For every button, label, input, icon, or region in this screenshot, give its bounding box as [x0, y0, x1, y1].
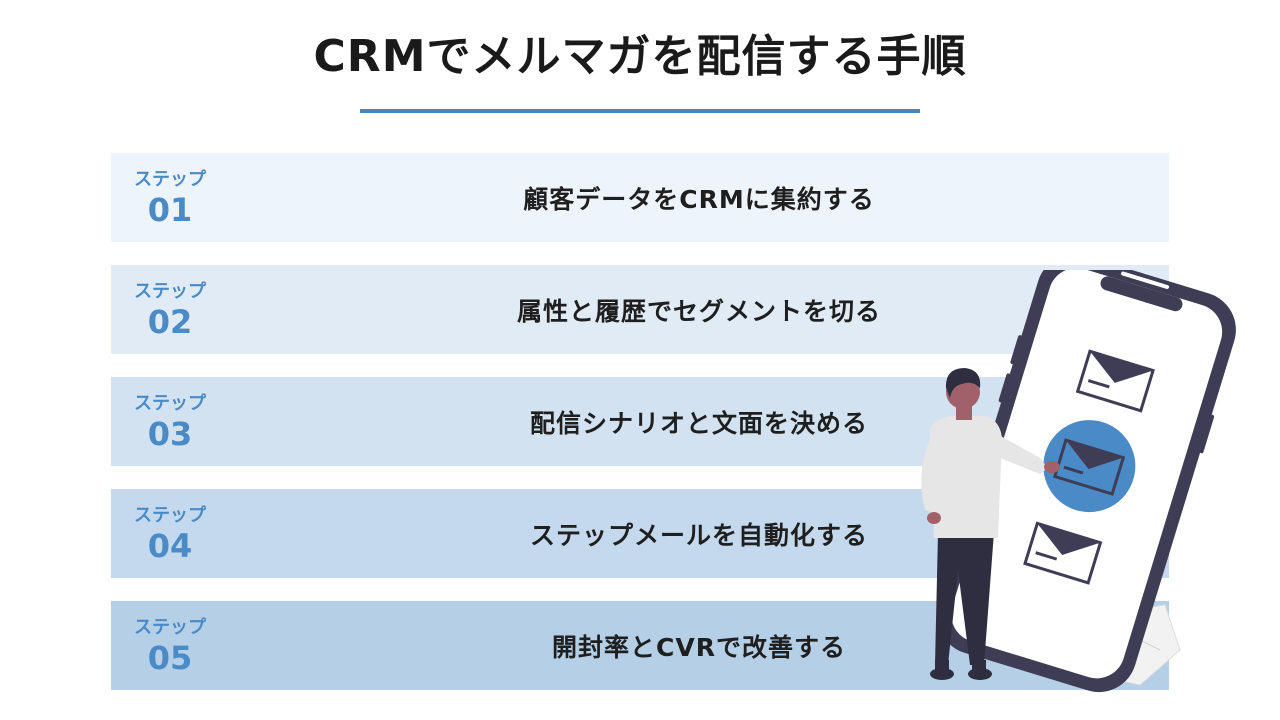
step-number: 03 — [147, 415, 193, 453]
envelope-icon — [1075, 349, 1155, 413]
step-label: ステップ — [134, 617, 206, 638]
step-text: 顧客データをCRMに集約する — [523, 185, 875, 214]
step-row: ステップ 02 属性と履歴でセグメントを切る — [111, 265, 1169, 354]
step-label: ステップ — [134, 169, 206, 190]
step-label: ステップ — [134, 505, 206, 526]
step-row: ステップ 01 顧客データをCRMに集約する — [111, 153, 1169, 242]
step-number: 01 — [147, 191, 193, 229]
step-number: 04 — [147, 527, 193, 565]
step-text: 配信シナリオと文面を決める — [529, 409, 868, 438]
envelope-icon — [1052, 438, 1126, 496]
envelope-icon — [1023, 521, 1103, 585]
step-label: ステップ — [134, 281, 206, 302]
step-number: 05 — [147, 639, 193, 677]
person-figure-icon — [921, 368, 1060, 680]
page-title: CRMでメルマガを配信する手順 — [313, 31, 967, 82]
step-label: ステップ — [134, 393, 206, 414]
smartphone-icon — [937, 270, 1236, 693]
step-text: ステップメールを自動化する — [529, 521, 868, 550]
step-text: 開封率とCVRで改善する — [552, 633, 846, 662]
step-number: 02 — [147, 303, 193, 341]
step-text: 属性と履歴でセグメントを切る — [516, 297, 881, 326]
person-with-phone-illustration — [921, 270, 1236, 693]
title-underline — [360, 109, 920, 113]
